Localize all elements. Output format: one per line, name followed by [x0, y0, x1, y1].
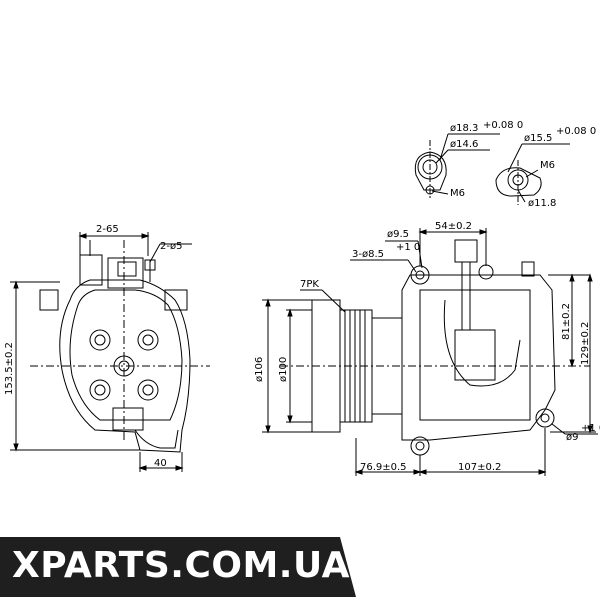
label-d18-3: ø18.3 — [450, 123, 478, 134]
label-d106: ø106 — [254, 357, 265, 382]
label-76-9: 76.9±0.5 — [360, 462, 407, 473]
label-2-d5: 2-ø5 — [160, 241, 182, 252]
label-d9-5: ø9.5 — [387, 229, 409, 240]
dimension-labels: 2-65 2-ø5 153.5±0.2 40 7PK ø106 ø100 ø9.… — [4, 120, 600, 473]
label-d15-5: ø15.5 — [524, 133, 552, 144]
watermark-banner — [0, 537, 356, 597]
detail-right — [495, 143, 570, 205]
label-2-65: 2-65 — [96, 224, 119, 235]
label-d100: ø100 — [278, 357, 289, 382]
label-m6-left: M6 — [450, 188, 465, 199]
front-view — [10, 232, 210, 472]
side-view — [262, 228, 598, 476]
label-d18-3-tol: +0.08 0 — [483, 120, 523, 131]
label-bottom-hole-tol: +1 0 — [581, 423, 600, 434]
label-3-d8-5-tol: +1 0 — [396, 242, 420, 253]
label-129: 129±0.2 — [580, 322, 591, 365]
label-40: 40 — [154, 458, 167, 469]
detail-left — [414, 133, 500, 200]
compressor-body — [401, 274, 556, 441]
front-view-body — [59, 279, 191, 453]
label-d11-8: ø11.8 — [528, 198, 556, 209]
label-d15-5-tol: +0.08 0 — [556, 126, 596, 137]
label-54: 54±0.2 — [435, 221, 472, 232]
label-3-d8-5: 3-ø8.5 — [352, 249, 384, 260]
label-7pk: 7PK — [300, 279, 319, 290]
label-107: 107±0.2 — [458, 462, 501, 473]
watermark-text: XPARTS.COM.UA — [12, 545, 350, 586]
label-153-5: 153.5±0.2 — [4, 342, 15, 395]
label-bottom-hole: ø9 — [566, 432, 578, 443]
label-d14-6: ø14.6 — [450, 139, 478, 150]
label-81: 81±0.2 — [561, 303, 572, 340]
label-m6-right: M6 — [540, 160, 555, 171]
